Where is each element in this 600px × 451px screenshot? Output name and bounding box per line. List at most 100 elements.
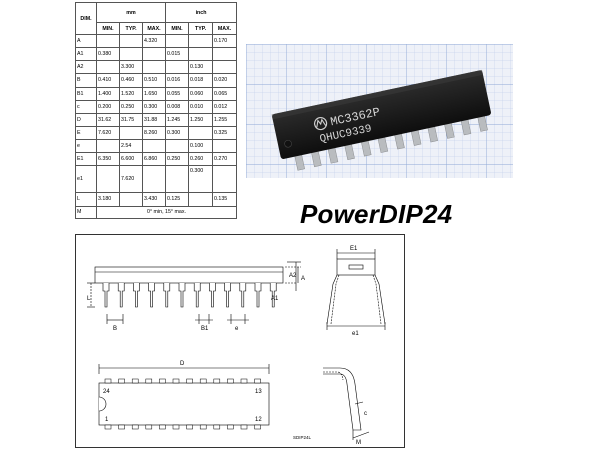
value-cell: 31.75 bbox=[119, 112, 143, 127]
dim-label-E1: E1 bbox=[350, 246, 358, 252]
value-cell: 0.260 bbox=[188, 152, 213, 167]
dim-label-B: B bbox=[113, 326, 117, 332]
value-cell bbox=[119, 191, 143, 207]
side-view-lead bbox=[148, 283, 155, 308]
value-cell: 1.650 bbox=[142, 86, 166, 101]
top-view-pin bbox=[227, 378, 234, 384]
value-cell: 6.350 bbox=[96, 152, 120, 167]
value-cell bbox=[188, 191, 213, 207]
value-cell bbox=[211, 165, 238, 193]
value-cell: 0.016 bbox=[165, 73, 189, 88]
value-cell: 0.325 bbox=[211, 125, 238, 141]
value-cell: 3.300 bbox=[119, 60, 143, 75]
side-view-pins bbox=[102, 283, 277, 308]
top-view-pin bbox=[145, 378, 153, 384]
chip-body bbox=[272, 70, 491, 159]
side-view-lead bbox=[178, 283, 186, 308]
value-cell: 6.600 bbox=[119, 152, 143, 167]
top-view-pin bbox=[118, 378, 125, 384]
value-cell: 0.125 bbox=[165, 191, 189, 207]
mm-header: mm bbox=[96, 2, 166, 23]
value-cell bbox=[142, 165, 166, 193]
pin1-notch-icon bbox=[284, 139, 292, 148]
inch-typ-header: TYP. bbox=[188, 22, 213, 35]
value-cell: 0.460 bbox=[119, 73, 143, 88]
top-view-pin bbox=[118, 424, 125, 430]
pin-label-1: 1 bbox=[105, 417, 109, 423]
value-cell: 0.200 bbox=[96, 99, 120, 114]
end-view bbox=[326, 249, 386, 330]
value-cell bbox=[96, 139, 120, 154]
value-cell: 1.255 bbox=[211, 112, 238, 127]
mm-max-header: MAX. bbox=[142, 22, 166, 35]
top-view bbox=[98, 364, 270, 430]
dim-cell: e1 bbox=[75, 165, 97, 193]
package-title: PowerDIP24 bbox=[300, 199, 453, 229]
side-view-lead bbox=[117, 283, 125, 308]
pin-label-13: 13 bbox=[255, 389, 262, 395]
value-cell: 3.430 bbox=[142, 191, 166, 207]
top-view-pin bbox=[213, 378, 221, 384]
top-view-pin bbox=[254, 424, 261, 430]
dim-cell: B bbox=[75, 73, 97, 88]
value-cell: 0.300 bbox=[188, 165, 213, 193]
value-cell: 1.400 bbox=[96, 86, 120, 101]
dim-label-e: e bbox=[235, 326, 239, 332]
value-cell: 0.510 bbox=[142, 73, 166, 88]
value-cell bbox=[211, 60, 238, 75]
dim-cell: M bbox=[75, 205, 97, 220]
dimension-table: DIM. mm inch MIN. TYP. MAX. MIN. TYP. MA… bbox=[75, 2, 238, 220]
value-cell bbox=[211, 47, 238, 62]
value-cell bbox=[188, 47, 213, 62]
top-view-pin bbox=[131, 378, 139, 384]
value-cell bbox=[165, 165, 189, 193]
mm-min-header: MIN. bbox=[96, 22, 120, 35]
value-cell: 0.250 bbox=[119, 99, 143, 114]
side-view-lead bbox=[133, 283, 140, 308]
side-view-lead bbox=[193, 283, 201, 308]
value-cell bbox=[165, 139, 189, 154]
pin-label-12: 12 bbox=[255, 417, 262, 423]
value-cell: 31.62 bbox=[96, 112, 120, 127]
chip-pins bbox=[294, 114, 488, 171]
value-cell bbox=[96, 165, 120, 193]
mm-typ-header: TYP. bbox=[119, 22, 143, 35]
dim-label-D: D bbox=[180, 361, 185, 367]
package-drawing: L A2 A A1 B B1 e E1 e1 D 24 13 1 12 bbox=[75, 234, 405, 448]
value-cell: 0.010 bbox=[188, 99, 213, 114]
side-view-lead bbox=[209, 283, 216, 308]
value-cell: 3.180 bbox=[96, 191, 120, 207]
top-view-pin bbox=[131, 424, 139, 430]
value-cell: 2.54 bbox=[119, 139, 143, 154]
top-view-pin bbox=[213, 424, 221, 430]
top-view-pins-lower bbox=[104, 424, 261, 430]
side-view bbox=[87, 261, 301, 324]
value-cell: 0.018 bbox=[188, 73, 213, 88]
top-view-pin bbox=[199, 424, 207, 430]
value-cell: 0.300 bbox=[165, 125, 189, 141]
value-cell: 0° min, 15° max. bbox=[95, 205, 238, 220]
value-cell: 8.260 bbox=[142, 125, 166, 141]
value-cell: 0.055 bbox=[165, 86, 189, 101]
value-cell: 0.250 bbox=[165, 152, 189, 167]
value-cell: 0.380 bbox=[96, 47, 120, 62]
pin-label-24: 24 bbox=[103, 389, 110, 395]
dim-cell: c bbox=[75, 99, 97, 114]
top-view-pin bbox=[199, 378, 207, 384]
value-cell: 0.015 bbox=[165, 47, 189, 62]
value-cell: 0.410 bbox=[96, 73, 120, 88]
dim-cell: E bbox=[75, 125, 97, 141]
dim-cell: A2 bbox=[75, 60, 97, 75]
top-view-pin bbox=[104, 424, 112, 430]
dim-label-A1: A1 bbox=[271, 296, 279, 302]
top-view-pin bbox=[159, 378, 166, 384]
